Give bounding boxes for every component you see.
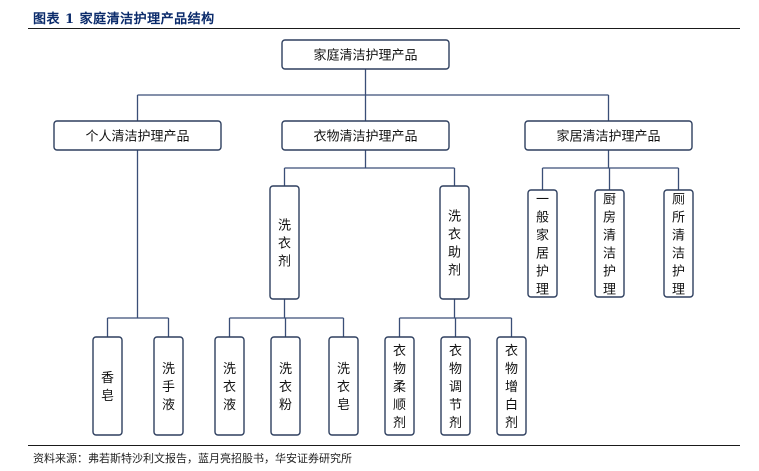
node-box (663, 189, 694, 298)
node-box (214, 336, 245, 436)
node-box (524, 120, 693, 151)
node-tree-root-children-0-children-0: 香皂 (92, 336, 123, 436)
node-tree-root-children-1-children-0-children-1: 洗衣粉 (270, 336, 301, 436)
node-tree-root-children-1-children-1-children-2: 衣物增白剂 (496, 336, 527, 436)
node-label: 衣物增白剂 (505, 343, 518, 431)
node-tree-root-children-1: 衣物清洁护理产品 (281, 120, 450, 151)
node-tree-root-children-1-children-0: 洗衣剂 (269, 185, 300, 300)
node-box (496, 336, 527, 436)
node-box (384, 336, 415, 436)
node-tree-root-children-0-children-1: 洗手液 (153, 336, 184, 436)
node-label: 衣物清洁护理产品 (313, 129, 417, 145)
node-tree-root-children-2-children-0: 一般家居护理 (527, 189, 558, 298)
node-box (594, 189, 625, 298)
node-tree-root-children-1-children-1-children-0: 衣物柔顺剂 (384, 336, 415, 436)
node-box (269, 185, 300, 300)
node-box (440, 336, 471, 436)
node-tree-root-children-0: 个人清洁护理产品 (53, 120, 222, 151)
title-divider (28, 28, 740, 29)
node-label: 一般家居护理 (536, 193, 549, 298)
node-box (92, 336, 123, 436)
node-label: 衣物柔顺剂 (393, 343, 406, 431)
node-label: 家庭清洁护理产品 (313, 48, 417, 64)
node-label: 洗手液 (162, 362, 175, 413)
source-divider (28, 445, 740, 446)
node-box (153, 336, 184, 436)
node-box (281, 120, 450, 151)
node-label: 厕所清洁护理 (672, 193, 685, 298)
node-label: 洗衣助剂 (448, 210, 461, 279)
node-label: 个人清洁护理产品 (85, 130, 189, 145)
node-tree-root-children-1-children-1-children-1: 衣物调节剂 (440, 336, 471, 436)
node-box (328, 336, 359, 436)
node-box (527, 189, 558, 298)
node-tree-root-children-1-children-0-children-0: 洗衣液 (214, 336, 245, 436)
figure-title: 图表 1 家庭清洁护理产品结构 (33, 12, 215, 27)
node-label: 厨房清洁护理 (603, 193, 616, 298)
node-tree-root-children-1-children-0-children-2: 洗衣皂 (328, 336, 359, 436)
node-tree-root-children-2-children-1: 厨房清洁护理 (594, 189, 625, 298)
node-label: 洗衣剂 (278, 219, 291, 270)
node-tree-root-children-2: 家居清洁护理产品 (524, 120, 693, 151)
source-note: 资料来源：弗若斯特沙利文报告，蓝月亮招股书，华安证券研究所 (33, 452, 352, 465)
node-tree-root: 家庭清洁护理产品 (281, 39, 450, 70)
node-tree-root-children-2-children-2: 厕所清洁护理 (663, 189, 694, 298)
node-box (439, 185, 470, 300)
node-box (281, 39, 450, 70)
node-label: 洗衣粉 (279, 362, 292, 413)
node-label: 洗衣皂 (337, 362, 350, 413)
connector-lines (106, 69, 680, 337)
node-tree-root-children-1-children-1: 洗衣助剂 (439, 185, 470, 300)
node-label: 衣物调节剂 (449, 343, 462, 431)
node-label: 家居清洁护理产品 (556, 129, 660, 145)
node-box (270, 336, 301, 436)
node-label: 香皂 (101, 371, 114, 404)
node-label: 洗衣液 (223, 362, 236, 413)
node-box (53, 120, 222, 151)
